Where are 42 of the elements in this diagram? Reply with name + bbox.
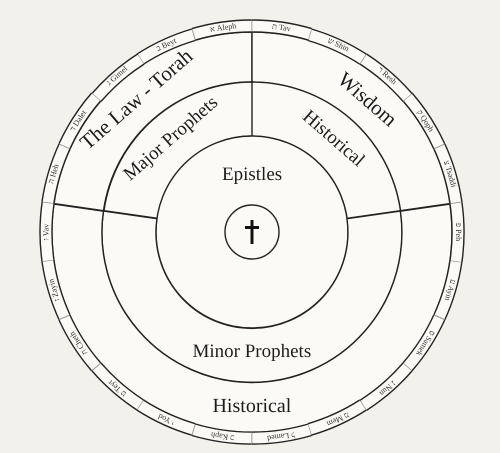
letter-cell bbox=[432, 142, 463, 205]
letter-label: ו Vav bbox=[42, 224, 50, 240]
letter-label: נ Nun bbox=[378, 378, 397, 397]
letter-cell bbox=[41, 142, 72, 205]
letter-cell bbox=[90, 362, 145, 412]
letter-label: ל Lamed bbox=[266, 430, 296, 442]
letter-cell bbox=[136, 399, 197, 436]
letter-label: צ Tsaddi bbox=[442, 160, 458, 188]
letter-label: י Yod bbox=[157, 412, 176, 427]
section-label: Minor Prophets bbox=[192, 342, 312, 362]
letter-cell bbox=[359, 362, 414, 412]
letter-label: ת Tav bbox=[271, 22, 292, 34]
letter-cell bbox=[58, 314, 102, 372]
letter-label: פ Peh bbox=[454, 222, 462, 242]
letter-cell bbox=[307, 399, 368, 436]
letter-label: ט Teyt bbox=[106, 378, 128, 398]
center-circle bbox=[224, 204, 280, 260]
letter-label: ע Ayin bbox=[442, 278, 456, 302]
letter-label: ב Beyt bbox=[155, 36, 178, 53]
letter-label: כ Kaph bbox=[210, 430, 235, 442]
letter-label: ג Gimel bbox=[104, 65, 129, 88]
letter-cell bbox=[402, 92, 446, 150]
letter-label: ח Cheth bbox=[68, 330, 89, 356]
letter-cell bbox=[191, 19, 253, 42]
letter-cell bbox=[432, 259, 463, 322]
letter-cell bbox=[251, 422, 313, 445]
letter-label: ש Shin bbox=[326, 36, 350, 53]
letter-cell bbox=[41, 259, 72, 322]
letter-cell bbox=[307, 28, 368, 65]
section-label: Historical bbox=[212, 396, 292, 416]
letter-label: ס Samek bbox=[414, 329, 436, 358]
letter-label: ז Zayin bbox=[47, 278, 62, 302]
letter-cell bbox=[448, 200, 465, 264]
letter-label: ה Heh bbox=[48, 163, 61, 185]
letter-cell bbox=[251, 19, 313, 42]
section-label: Epistles bbox=[222, 164, 282, 184]
letter-cell bbox=[191, 422, 253, 445]
letter-cell bbox=[402, 314, 446, 372]
letter-label: ק Qoph bbox=[415, 108, 436, 133]
letter-label: מ Mem bbox=[324, 410, 350, 428]
letter-label: א Aleph bbox=[209, 22, 236, 34]
letter-cell bbox=[39, 200, 56, 264]
